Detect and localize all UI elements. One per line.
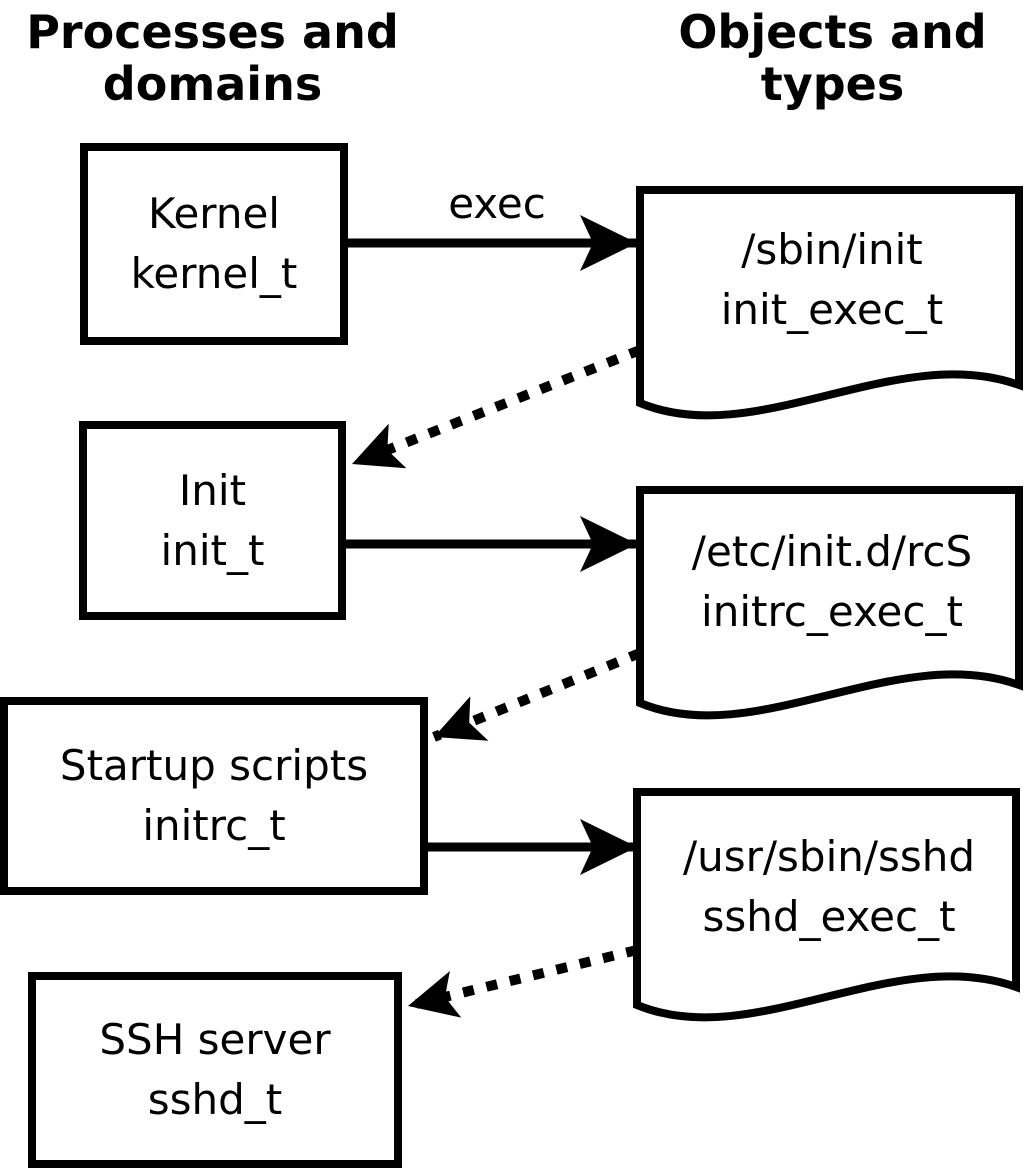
object-type: sshd_exec_t bbox=[702, 892, 956, 941]
exec-arrow-label: exec bbox=[448, 179, 546, 228]
process-label: SSH server bbox=[99, 1015, 331, 1064]
process-domain: init_t bbox=[160, 525, 265, 575]
document-shape-etc-initd-rcs bbox=[636, 486, 1023, 720]
process-label: Init bbox=[178, 465, 247, 515]
object-path: /etc/init.d/rcS bbox=[691, 527, 973, 576]
document-shape-sbin-init bbox=[636, 186, 1023, 420]
object-type: initrc_exec_t bbox=[701, 587, 963, 636]
object-doc-sbin-init: /sbin/init init_exec_t bbox=[637, 220, 1024, 340]
process-label: Kernel bbox=[148, 189, 280, 238]
column-header-objects: Objects and types bbox=[678, 5, 987, 111]
process-domain: initrc_t bbox=[142, 801, 286, 850]
object-type: init_exec_t bbox=[720, 285, 944, 334]
transition-arrow-sshd-exec-to-sshd bbox=[406, 945, 639, 1018]
process-box-init: Init init_t bbox=[79, 421, 346, 620]
process-domain: sshd_t bbox=[147, 1075, 283, 1124]
process-domain: kernel_t bbox=[130, 249, 298, 298]
object-path: /sbin/init bbox=[741, 225, 923, 274]
column-header-processes: Processes and domains bbox=[26, 5, 399, 111]
object-doc-etc-initd-rcs: /etc/init.d/rcS initrc_exec_t bbox=[637, 522, 1024, 642]
object-doc-usr-sbin-sshd: /usr/sbin/sshd sshd_exec_t bbox=[634, 827, 1024, 947]
document-shape-usr-sbin-sshd bbox=[633, 788, 1020, 1022]
object-path: /usr/sbin/sshd bbox=[682, 832, 976, 881]
process-label: Startup scripts bbox=[59, 741, 369, 790]
transition-arrow-rcs-to-initrc bbox=[432, 648, 642, 742]
process-box-kernel: Kernel kernel_t bbox=[80, 143, 348, 345]
process-box-startup-scripts: Startup scripts initrc_t bbox=[0, 697, 428, 895]
transition-arrow-sbin-init-to-init bbox=[350, 345, 642, 469]
process-box-ssh-server: SSH server sshd_t bbox=[28, 972, 402, 1168]
